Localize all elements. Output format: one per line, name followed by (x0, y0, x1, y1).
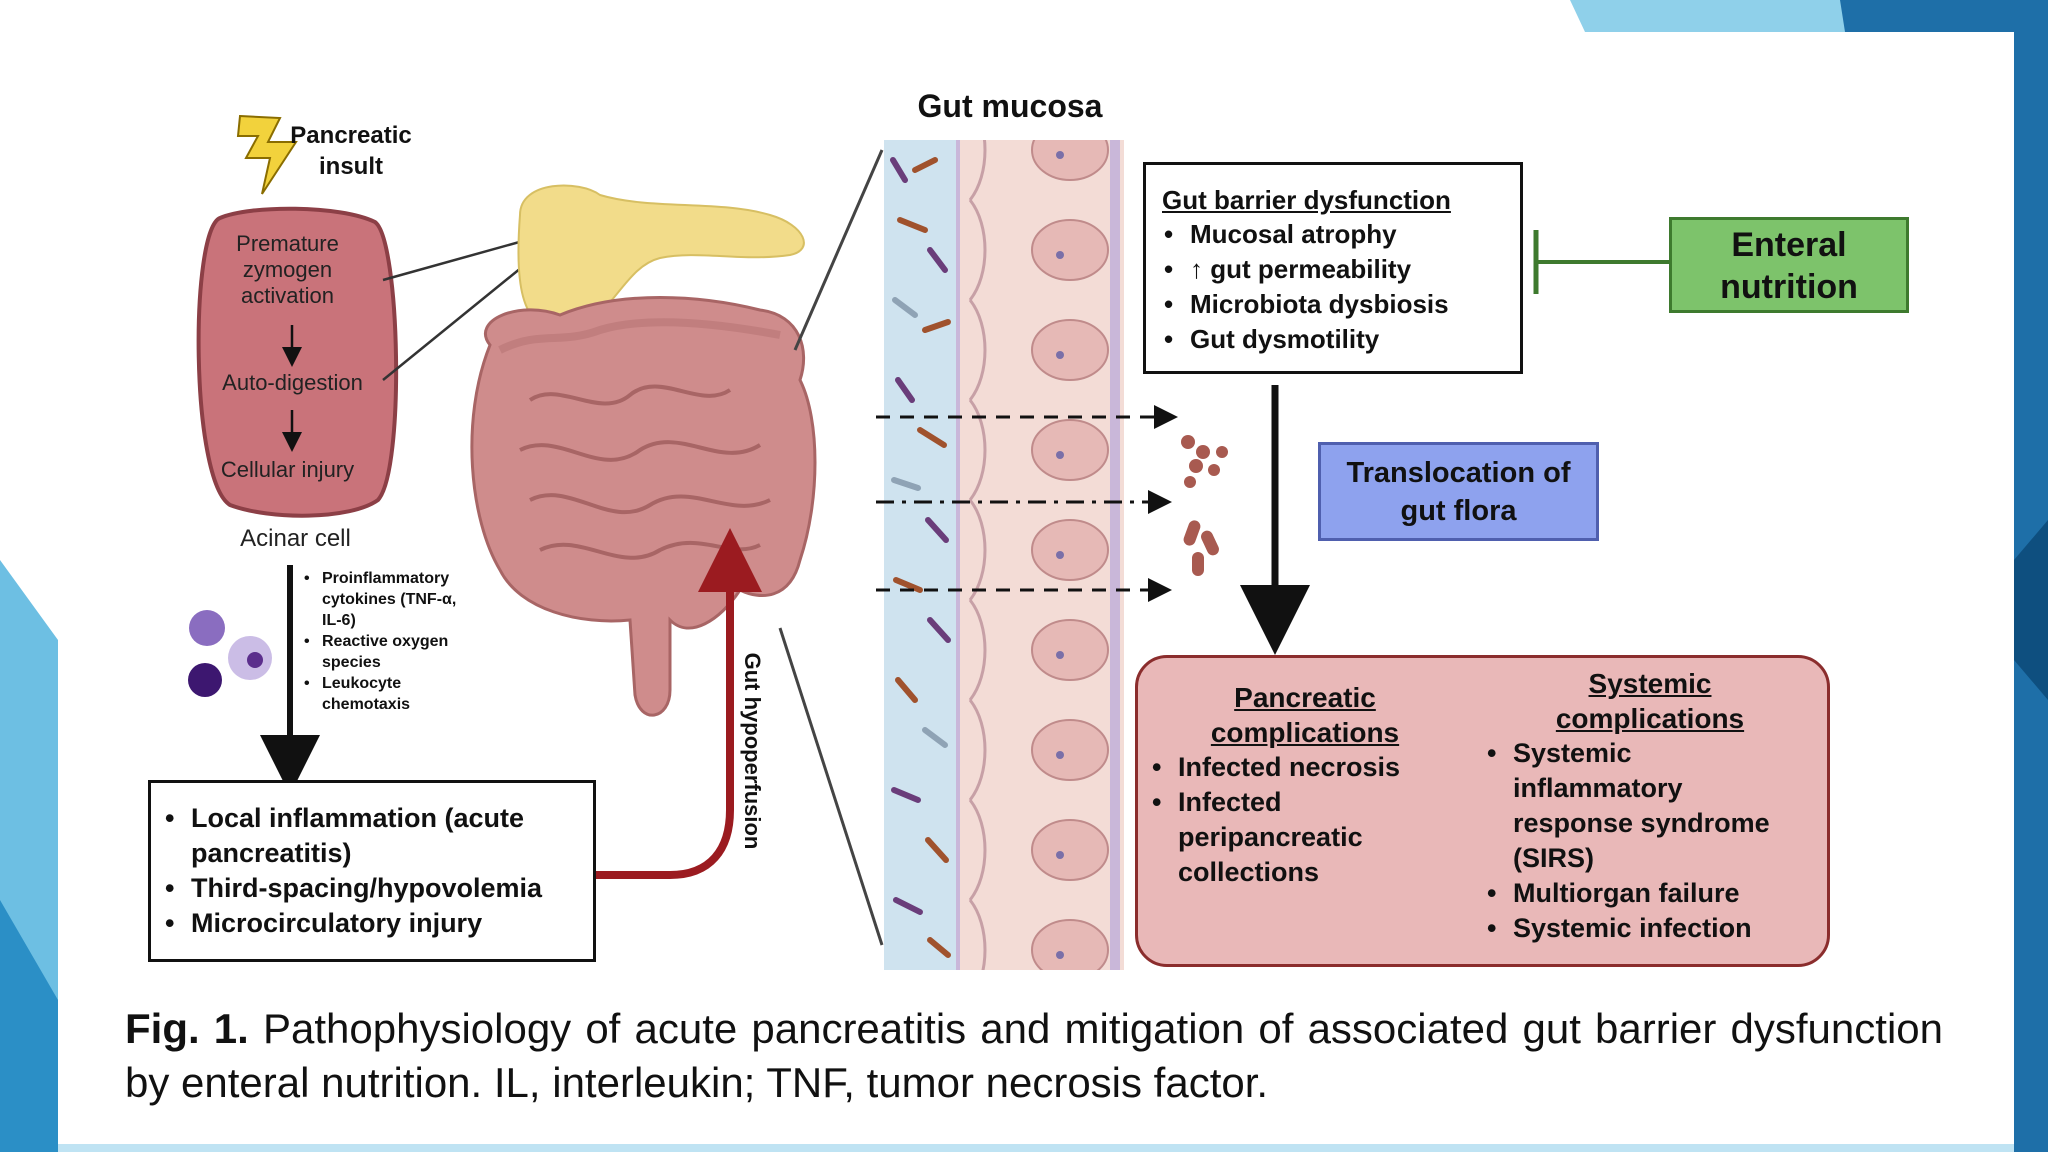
barrier-item: Mucosal atrophy (1162, 217, 1504, 252)
pancreatic-item-text: peripancreatic (1178, 822, 1363, 852)
insult-label: Pancreatic insult (286, 120, 416, 182)
systemic-item: Multiorgan failure (1485, 876, 1815, 911)
pancreatic-title-line-1: Pancreatic (1234, 682, 1376, 713)
barrier-item: Microbiota dysbiosis (1162, 287, 1504, 322)
zymogen-line-3: activation (241, 283, 334, 308)
mediator-text: Proinflammatory (322, 570, 450, 587)
local-effect-text: Local inflammation (acute (191, 803, 525, 833)
enteral-nutrition-box: Enteral nutrition (1669, 217, 1909, 313)
systemic-item: Systemic infection (1485, 911, 1815, 946)
mediator-text: Reactive oxygen (322, 633, 449, 650)
enteral-line-2: nutrition (1720, 268, 1858, 306)
mediator-item: Proinflammatory cytokines (TNF-α, IL-6) (302, 568, 497, 631)
local-effect-item: Local inflammation (acute pancreatitis) (163, 801, 581, 871)
gut-mucosa-title: Gut mucosa (917, 88, 1103, 124)
mediator-text: IL-6) (322, 612, 356, 629)
acinar-cell-label: Acinar cell (240, 525, 351, 552)
mediator-text: cytokines (TNF-α, (322, 591, 457, 608)
gut-hypoperfusion-label: Gut hypoperfusion (740, 652, 765, 850)
bacteria-icon (1181, 435, 1228, 576)
systemic-complications: Systemic complications Systemic inflamma… (1485, 666, 1815, 946)
gut-barrier-box: Gut barrier dysfunction Mucosal atrophy … (1143, 162, 1523, 374)
systemic-item-text: response syndrome (1513, 808, 1770, 838)
systemic-title-line-2: complications (1555, 703, 1745, 734)
mediator-text: species (322, 654, 381, 671)
lightning-icon (236, 114, 298, 195)
zymogen-line-1: Premature (236, 231, 339, 256)
auto-digestion-label: Auto-digestion (222, 370, 363, 395)
mediator-text: chemotaxis (322, 696, 411, 713)
gut-barrier-title: Gut barrier dysfunction (1162, 185, 1451, 215)
figure-caption: Fig. 1. Pathophysiology of acute pancrea… (125, 1002, 1943, 1110)
systemic-item-text: (SIRS) (1513, 843, 1594, 873)
translocation-box: Translocation of gut flora (1318, 442, 1599, 541)
pancreatic-item: Infected necrosis (1150, 750, 1460, 785)
mediator-list: Proinflammatory cytokines (TNF-α, IL-6) … (302, 568, 497, 715)
local-effects-box: Local inflammation (acute pancreatitis) … (148, 780, 596, 962)
pancreatic-title-line-2: complications (1210, 717, 1400, 748)
barrier-item: Gut dysmotility (1162, 322, 1504, 357)
local-effect-text: pancreatitis) (191, 838, 352, 868)
local-effect-text: Microcirculatory injury (191, 908, 483, 938)
systemic-item: Systemic inflammatory response syndrome … (1485, 736, 1815, 876)
zymogen-line-2: zymogen (242, 257, 333, 282)
pancreatic-item-text: Infected necrosis (1178, 752, 1401, 782)
translocation-line-1: Translocation of (1346, 457, 1571, 489)
leukocyte-icon (188, 610, 272, 697)
pancreatic-item: Infected peripancreatic collections (1150, 785, 1460, 890)
mediator-item: Leukocyte chemotaxis (302, 673, 497, 715)
systemic-item-text: inflammatory (1513, 773, 1683, 803)
systemic-title-line-1: Systemic (1588, 668, 1712, 699)
acinar-steps: Premature zymogen activation (200, 231, 375, 309)
mediator-text: Leukocyte (322, 675, 402, 692)
barrier-item: ↑ gut permeability (1162, 252, 1504, 287)
mediator-item: Reactive oxygen species (302, 631, 497, 673)
insult-line-1: Pancreatic (290, 122, 412, 149)
local-effect-item: Third-spacing/hypovolemia (163, 871, 581, 906)
systemic-item-text: Systemic infection (1513, 913, 1752, 943)
systemic-item-text: Systemic (1513, 738, 1632, 768)
enteral-line-1: Enteral (1731, 226, 1847, 264)
caption-text: Pathophysiology of acute pancreatitis an… (125, 1005, 1943, 1106)
pancreatic-item-text: Infected (1178, 787, 1282, 817)
cellular-injury-label: Cellular injury (220, 457, 355, 482)
caption-figure-number: Fig. 1. (125, 1005, 249, 1052)
translocation-line-2: gut flora (1400, 495, 1517, 527)
insult-line-2: insult (319, 153, 383, 180)
local-effect-text: Third-spacing/hypovolemia (191, 873, 543, 903)
pancreatic-complications: Pancreatic complications Infected necros… (1150, 680, 1460, 890)
local-effect-item: Microcirculatory injury (163, 906, 581, 941)
systemic-item-text: Multiorgan failure (1513, 878, 1740, 908)
pancreatic-item-text: collections (1178, 857, 1320, 887)
